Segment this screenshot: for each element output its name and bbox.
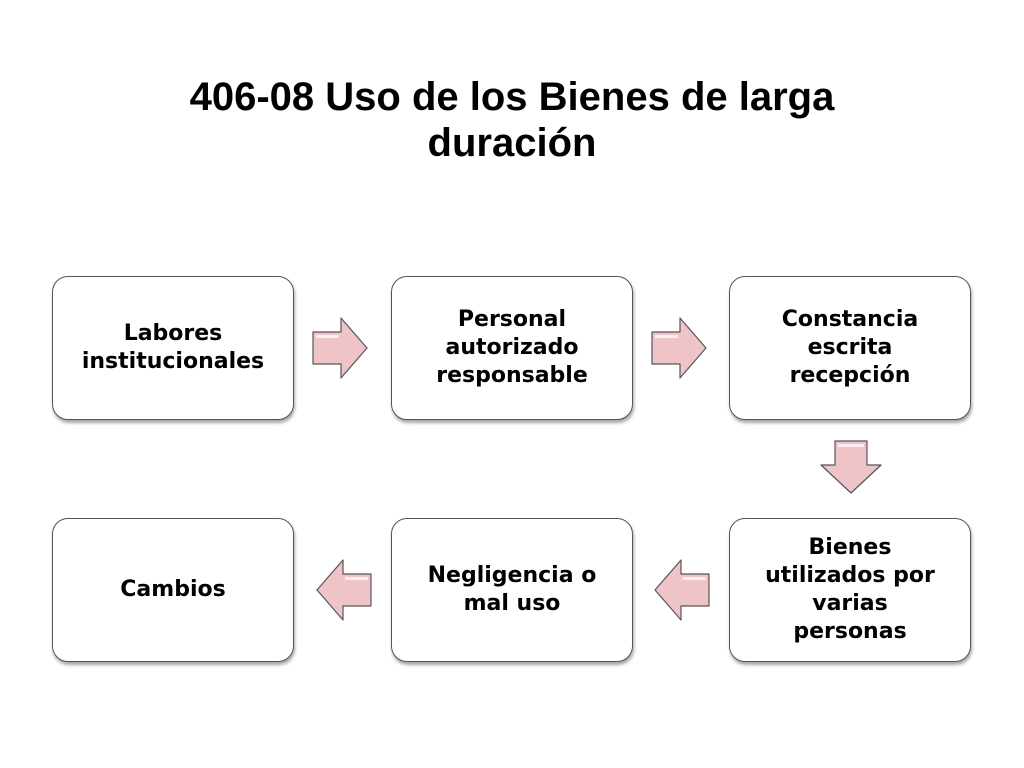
step-box-constancia-escrita: Constancia escrita recepción [729,276,971,420]
step-box-labores-institucionales: Labores institucionales [52,276,294,420]
arrow-right-icon [650,317,708,379]
step-box-bienes-utilizados: Bienes utilizados por varias personas [729,518,971,662]
step-label: Labores institucionales [81,321,265,374]
step-label: Bienes utilizados por varias personas [765,535,935,644]
step-box-personal-autorizado: Personal autorizado responsable [391,276,633,420]
step-box-cambios: Cambios [52,518,294,662]
step-label: Constancia escrita recepción [781,307,919,388]
step-label: Negligencia o mal uso [427,563,597,616]
step-label: Personal autorizado responsable [436,307,588,388]
step-label: Cambios [120,577,226,602]
arrow-left-icon [315,559,373,621]
arrow-down-icon [819,439,883,495]
arrow-right-icon [311,317,369,379]
arrow-left-icon [653,559,711,621]
step-box-negligencia: Negligencia o mal uso [391,518,633,662]
page-title: 406-08 Uso de los Bienes de larga duraci… [189,75,835,165]
